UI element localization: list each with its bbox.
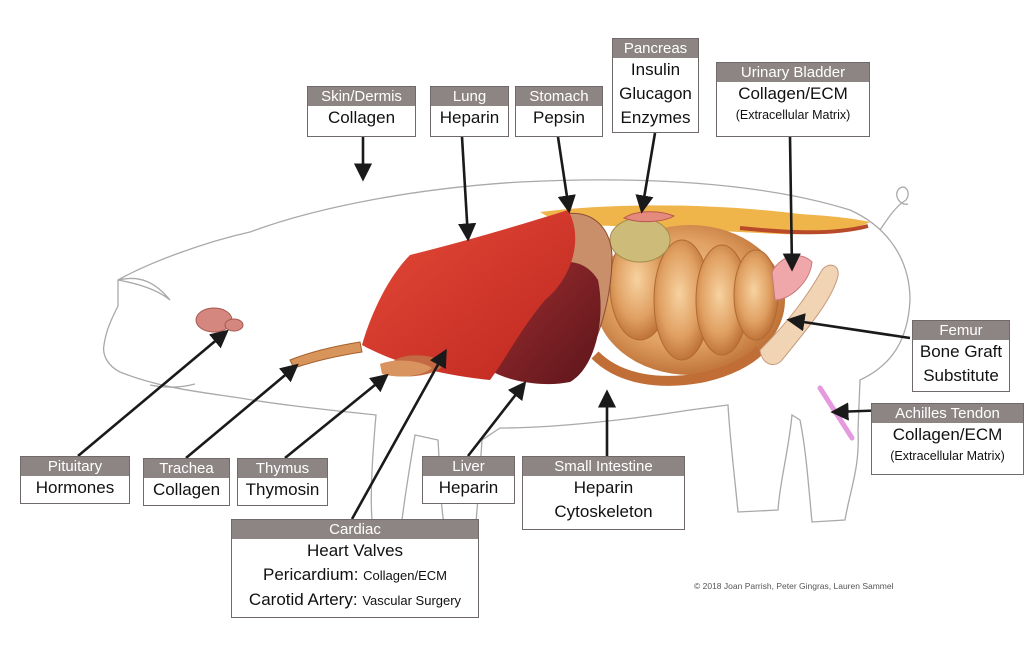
label-text-part: Pericardium: bbox=[263, 565, 358, 584]
label-text-part: Vascular Surgery bbox=[362, 593, 461, 608]
arrow-trachea bbox=[186, 366, 296, 458]
arrow-pituitary bbox=[78, 332, 226, 456]
label-thymus: Thymus Thymosin bbox=[237, 458, 328, 506]
label-trachea: Trachea Collagen bbox=[143, 458, 230, 506]
label-title: Urinary Bladder bbox=[717, 63, 869, 82]
pig-mouth-line bbox=[150, 384, 195, 387]
arrow-bladder bbox=[790, 137, 792, 268]
label-title: Stomach bbox=[516, 87, 602, 106]
label-lung: Lung Heparin bbox=[430, 86, 509, 137]
label-skin-dermis: Skin/Dermis Collagen bbox=[307, 86, 416, 137]
label-text: Pepsin bbox=[516, 106, 602, 130]
label-pituitary: Pituitary Hormones bbox=[20, 456, 130, 504]
label-text-pericardium: Pericardium: Collagen/ECM bbox=[232, 563, 478, 588]
label-text: Bone Graft bbox=[913, 340, 1009, 364]
label-small-intestine: Small Intestine Heparin Cytoskeleton bbox=[522, 456, 685, 530]
arrow-stomach bbox=[558, 137, 569, 210]
pig-tail-outline bbox=[880, 187, 908, 230]
label-text: Cytoskeleton bbox=[523, 500, 684, 524]
label-text: (Extracellular Matrix) bbox=[872, 447, 1023, 465]
label-text: Substitute bbox=[913, 364, 1009, 388]
arrow-lung bbox=[462, 137, 468, 238]
label-text: Glucagon bbox=[613, 82, 698, 106]
label-text: Hormones bbox=[21, 476, 129, 500]
label-text: Enzymes bbox=[613, 106, 698, 130]
brain-pituitary bbox=[196, 308, 243, 332]
label-text-part: Carotid Artery: bbox=[249, 590, 358, 609]
label-text: Collagen/ECM bbox=[717, 82, 869, 106]
label-stomach: Stomach Pepsin bbox=[515, 86, 603, 137]
label-femur: Femur Bone Graft Substitute bbox=[912, 320, 1010, 392]
label-urinary-bladder: Urinary Bladder Collagen/ECM (Extracellu… bbox=[716, 62, 870, 137]
label-title: Pancreas bbox=[613, 39, 698, 58]
arrow-femur bbox=[790, 320, 910, 338]
label-title: Liver bbox=[423, 457, 514, 476]
label-pancreas: Pancreas Insulin Glucagon Enzymes bbox=[612, 38, 699, 133]
label-title: Cardiac bbox=[232, 520, 478, 539]
label-text: Collagen bbox=[144, 478, 229, 502]
label-text-carotid: Carotid Artery: Vascular Surgery bbox=[232, 588, 478, 613]
label-text: Thymosin bbox=[238, 478, 327, 502]
label-title: Femur bbox=[913, 321, 1009, 340]
label-text: Heart Valves bbox=[232, 539, 478, 563]
label-text: Heparin bbox=[423, 476, 514, 500]
copyright-notice: © 2018 Joan Parrish, Peter Gingras, Laur… bbox=[694, 581, 894, 591]
arrow-thymus bbox=[285, 376, 386, 458]
label-cardiac: Cardiac Heart Valves Pericardium: Collag… bbox=[231, 519, 479, 618]
organs bbox=[196, 205, 870, 438]
label-title: Lung bbox=[431, 87, 508, 106]
label-title: Trachea bbox=[144, 459, 229, 478]
label-title: Pituitary bbox=[21, 457, 129, 476]
label-text: Heparin bbox=[523, 476, 684, 500]
label-text: Insulin bbox=[613, 58, 698, 82]
label-title: Small Intestine bbox=[523, 457, 684, 476]
intestine-mass bbox=[595, 218, 785, 381]
label-achilles-tendon: Achilles Tendon Collagen/ECM (Extracellu… bbox=[871, 403, 1024, 475]
label-text: Collagen/ECM bbox=[872, 423, 1023, 447]
label-text: (Extracellular Matrix) bbox=[717, 106, 869, 124]
label-text: Heparin bbox=[431, 106, 508, 130]
label-title: Achilles Tendon bbox=[872, 404, 1023, 423]
label-text-part: Collagen/ECM bbox=[363, 568, 447, 583]
label-text: Collagen bbox=[308, 106, 415, 130]
trachea-organ bbox=[290, 342, 362, 368]
label-liver: Liver Heparin bbox=[422, 456, 515, 504]
label-title: Skin/Dermis bbox=[308, 87, 415, 106]
arrow-liver bbox=[468, 384, 524, 456]
arrow-pancreas bbox=[642, 133, 655, 210]
pig-ear-outline bbox=[118, 278, 170, 300]
label-title: Thymus bbox=[238, 459, 327, 478]
